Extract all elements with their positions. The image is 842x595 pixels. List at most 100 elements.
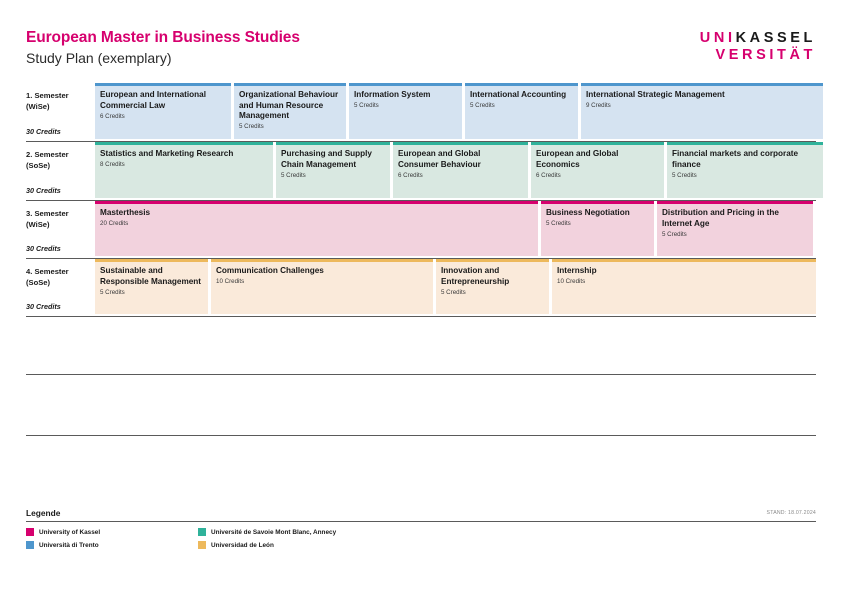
course-accent-bar <box>657 201 813 204</box>
course-accent-bar <box>465 83 578 86</box>
course-title: Statistics and Marketing Research <box>100 149 234 158</box>
course-card[interactable]: Innovation and Entrepreneurship 5 Credits <box>436 259 549 314</box>
page-header: European Master in Business Studies Stud… <box>26 28 816 74</box>
course-title: Financial markets and corporate finance <box>672 149 799 169</box>
course-card[interactable]: Statistics and Marketing Research 8 Credi… <box>95 142 273 198</box>
course-title: European and International Commercial La… <box>100 90 206 110</box>
semester-name: 4. Semester(SoSe) <box>26 267 69 287</box>
legend-color-swatch <box>26 541 34 549</box>
course-accent-bar <box>436 259 549 262</box>
semester-label: 3. Semester(WiSe) 30 Credits <box>26 201 95 258</box>
legend-label: Università di Trento <box>39 541 99 549</box>
course-title: Innovation and Entrepreneurship <box>441 266 510 286</box>
course-card[interactable]: European and International Commercial La… <box>95 83 231 139</box>
legend-item: University of Kassel <box>26 528 100 536</box>
legend-item: Université de Savoie Mont Blanc, Annecy <box>198 528 336 536</box>
course-credits: 5 Credits <box>662 230 687 238</box>
course-credits: 5 Credits <box>546 220 571 227</box>
course-accent-bar <box>552 259 816 262</box>
course-card-group: Statistics and Marketing Research 8 Credi… <box>95 142 823 200</box>
course-accent-bar <box>95 142 273 145</box>
course-credits: 20 Credits <box>100 220 129 227</box>
course-card[interactable]: Organizational Behaviour and Human Resou… <box>234 83 346 139</box>
course-credits: 5 Credits <box>281 171 306 179</box>
logo-versitaet-text: VERSITÄT <box>715 47 816 64</box>
stand-date: STAND: 18.07.2024 <box>766 510 816 516</box>
course-accent-bar <box>95 201 538 204</box>
course-card[interactable]: Communication Challenges 10 Credits <box>211 259 433 314</box>
semester-label: 1. Semester(WiSe)30 Credits <box>26 83 95 141</box>
course-title: Information System <box>354 90 431 99</box>
course-credits: 8 Credits <box>100 161 125 168</box>
course-accent-bar <box>393 142 528 145</box>
course-credits: 5 Credits <box>470 102 495 109</box>
course-card[interactable]: Business Negotiation 5 Credits <box>541 201 654 256</box>
semester-credits: 30 Credits <box>26 186 61 195</box>
legend-item: Università di Trento <box>26 541 99 549</box>
legend-color-swatch <box>198 541 206 549</box>
course-credits: 6 Credits <box>100 112 125 120</box>
legend-label: Universidad de León <box>211 541 274 549</box>
course-credits: 10 Credits <box>216 278 245 285</box>
logo-kassel-text: KASSEL <box>735 30 816 46</box>
blank-plan-row <box>26 317 816 375</box>
legend-item: Universidad de León <box>198 541 274 549</box>
semester-name: 1. Semester(WiSe) <box>26 91 69 111</box>
course-card[interactable]: Sustainable and Responsible Management 5 … <box>95 259 208 314</box>
course-accent-bar <box>581 83 823 86</box>
course-title: Internship <box>557 266 597 275</box>
course-accent-bar <box>541 201 654 204</box>
course-title: Communication Challenges <box>216 266 324 275</box>
course-accent-bar <box>95 259 208 262</box>
course-title: Distribution and Pricing in the Internet… <box>662 208 779 228</box>
semester-name: 3. Semester(WiSe) <box>26 209 69 229</box>
course-title: Sustainable and Responsible Management <box>100 266 202 286</box>
course-accent-bar <box>234 83 346 86</box>
course-title: Business Negotiation <box>546 208 630 217</box>
course-card[interactable]: Distribution and Pricing in the Internet… <box>657 201 813 256</box>
semester-label: 2. Semester(SoSe) 30 Credits <box>26 142 95 200</box>
course-credits: 6 Credits <box>536 171 561 179</box>
blank-plan-row <box>26 436 816 497</box>
logo-line-one: UNIKASSEL <box>700 30 816 47</box>
course-credits: 9 Credits <box>586 102 611 109</box>
course-card[interactable]: International Accounting 5 Credits <box>465 83 578 139</box>
course-credits: 5 Credits <box>441 288 466 296</box>
course-accent-bar <box>276 142 390 145</box>
legend-color-swatch <box>198 528 206 536</box>
course-credits: 5 Credits <box>239 123 264 130</box>
title-block: European Master in Business Studies Stud… <box>26 28 300 68</box>
legend-label: University of Kassel <box>39 528 101 536</box>
course-credits: 10 Credits <box>557 278 586 285</box>
semester-name: 2. Semester(SoSe) <box>26 150 69 170</box>
semester-label: 4. Semester(SoSe)30 Credits <box>26 259 95 316</box>
course-title: European and Global Economics <box>536 149 619 169</box>
legend-title: Legende <box>26 508 816 522</box>
university-logo: UNIKASSEL VERSITÄT <box>700 30 816 64</box>
course-title: European and Global Consumer Behaviour <box>398 149 481 169</box>
semester-row: 2. Semester(SoSe) 30 Credits Statistics an… <box>26 142 823 201</box>
course-card[interactable]: Internship 10 Credits <box>552 259 816 314</box>
course-card-group: European and International Commercial La… <box>95 83 823 141</box>
course-accent-bar <box>349 83 462 86</box>
course-credits: 5 Credits <box>100 288 125 296</box>
page-title: European Master in Business Studies <box>26 29 300 46</box>
course-card[interactable]: European and Global Economics 6 Credits <box>531 142 664 198</box>
course-card-group: Sustainable and Responsible Management 5 … <box>95 259 816 316</box>
blank-plan-row <box>26 375 816 436</box>
semester-credits: 30 Credits <box>26 244 61 253</box>
page-subtitle: Study Plan (exemplary) <box>26 50 172 67</box>
course-title: International Accounting <box>470 90 567 99</box>
